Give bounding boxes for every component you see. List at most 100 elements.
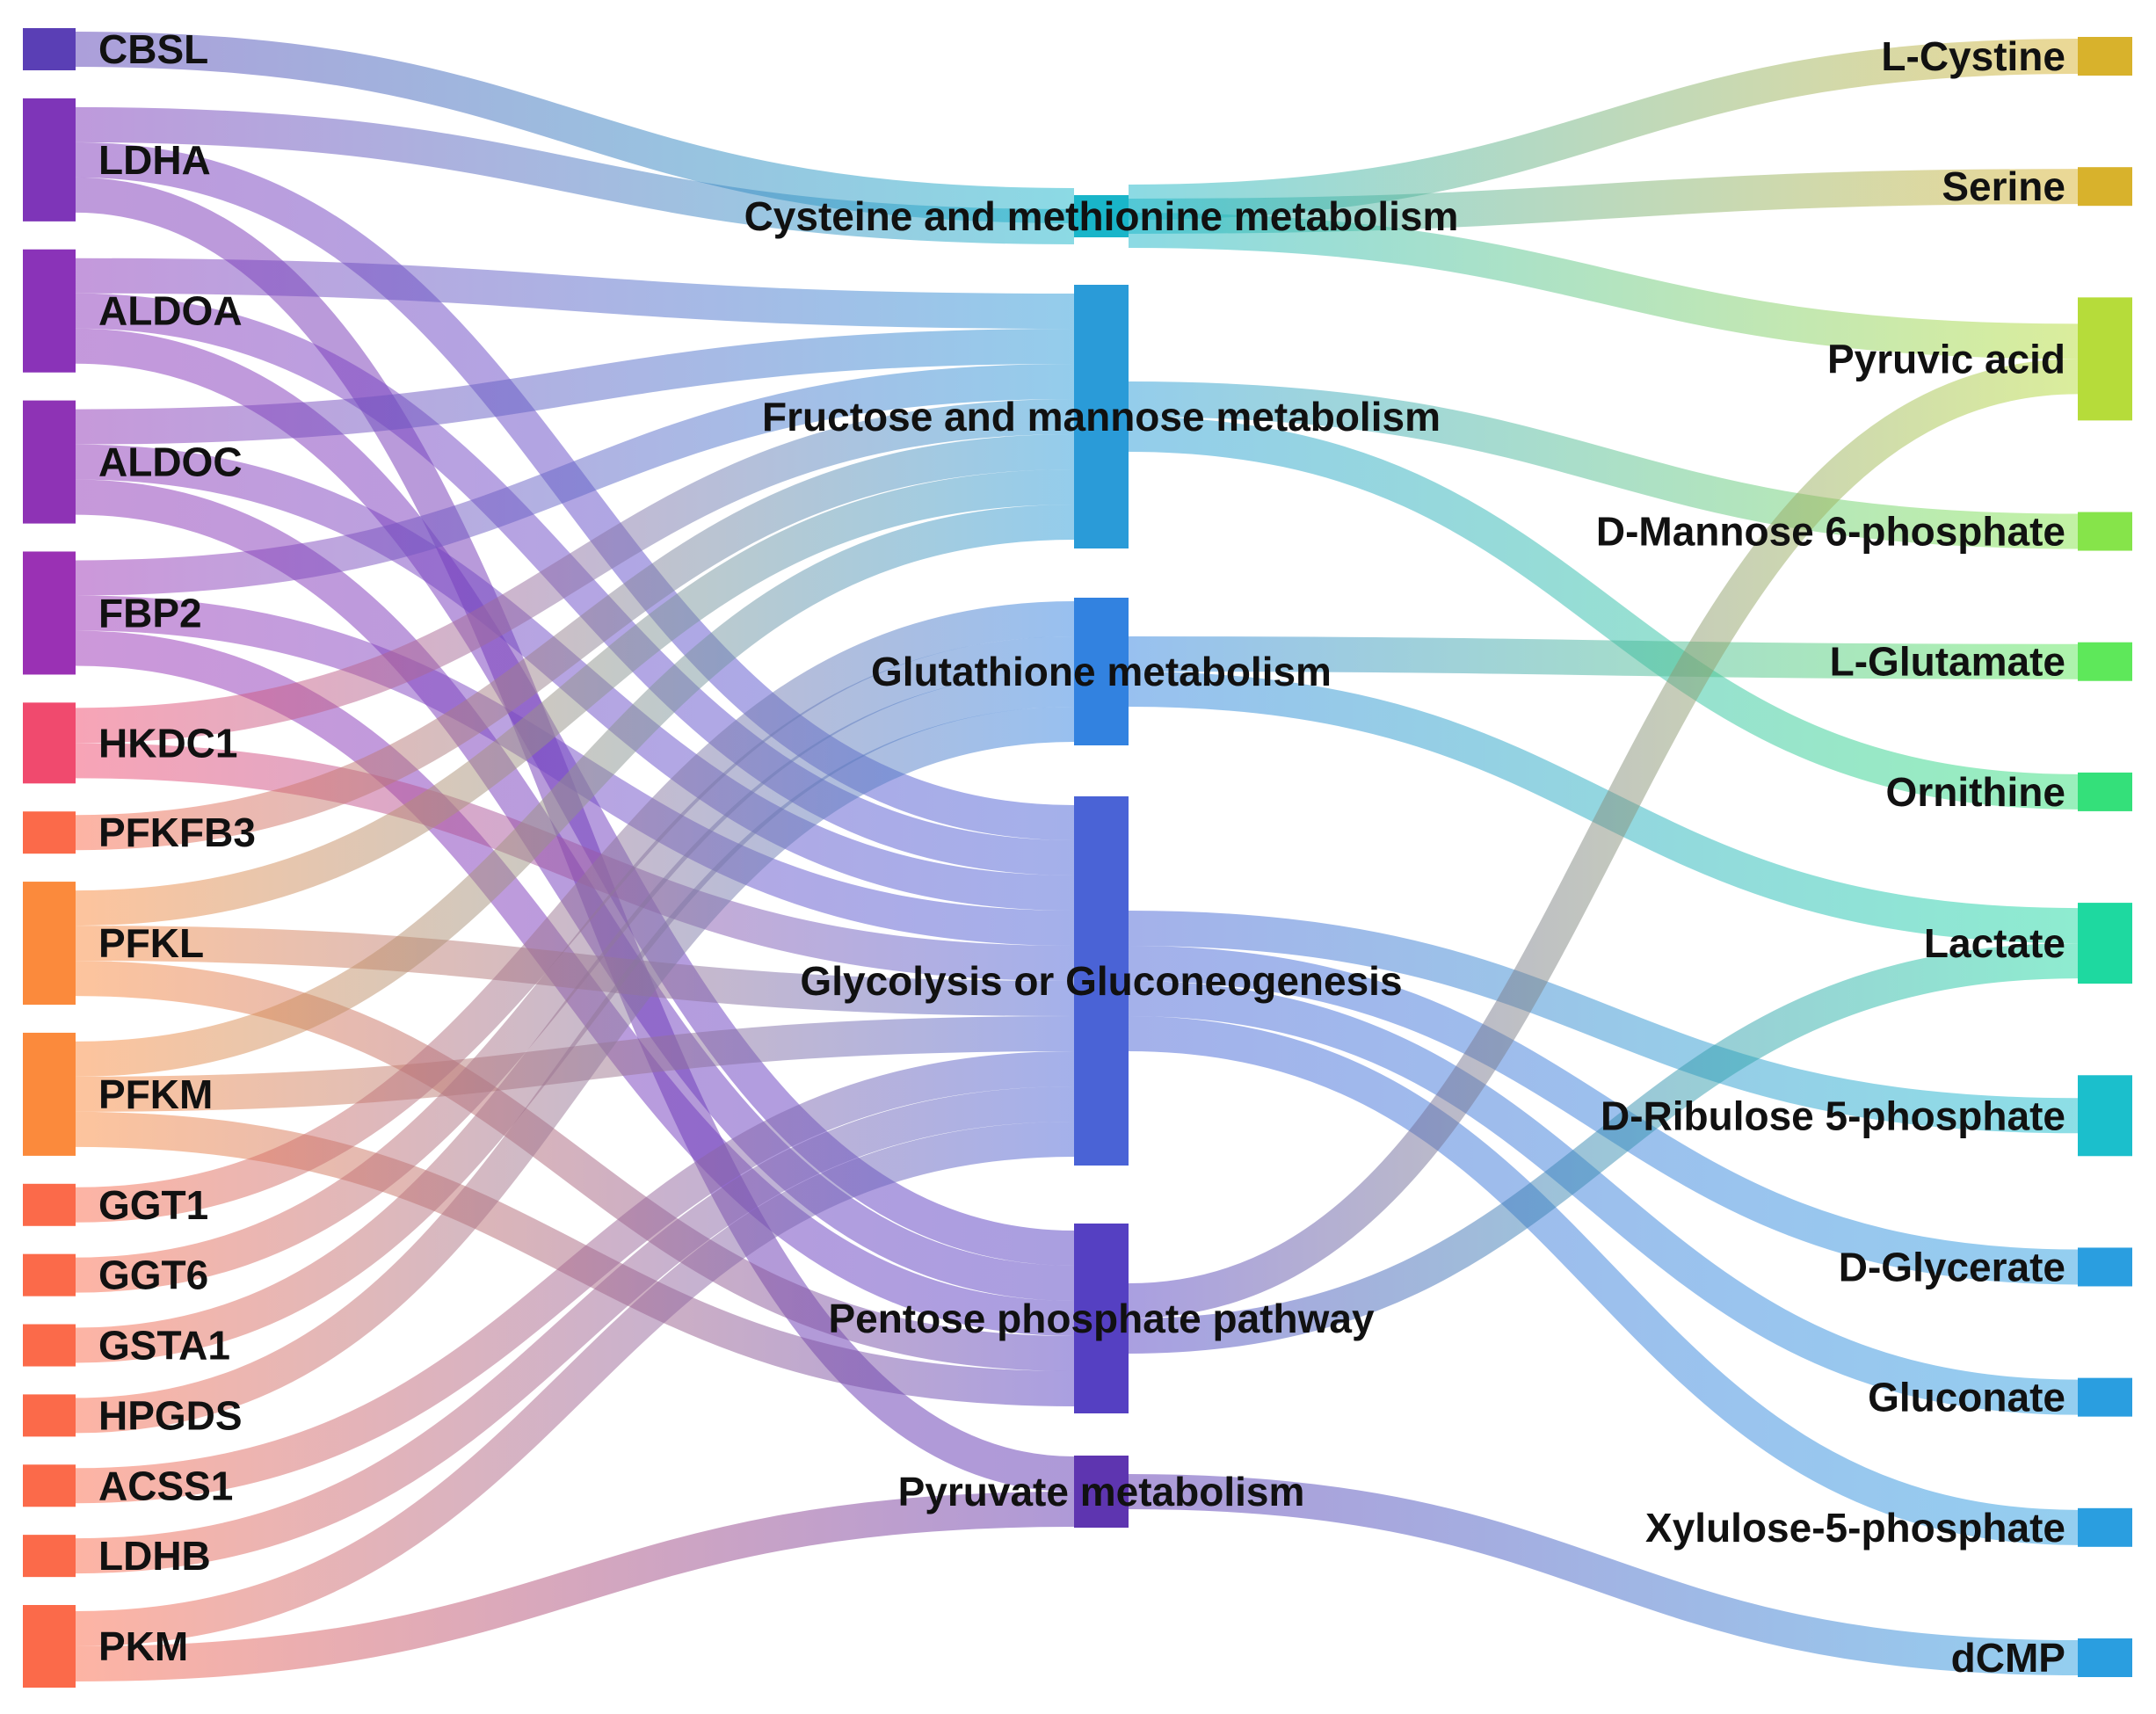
flow-cys-to-serine — [1128, 169, 2079, 234]
label-hkdc1: HKDC1 — [98, 720, 237, 766]
label-pyruvic: Pyruvic acid — [1827, 336, 2065, 381]
flow-HPGDS-to-glu — [75, 707, 1075, 1434]
node-ldha — [23, 98, 76, 222]
node-ribulose — [2078, 1075, 2132, 1157]
node-hkdc1 — [23, 702, 76, 784]
flow-LDHA-to-cys — [75, 106, 1075, 244]
label-ldha: LDHA — [98, 137, 211, 183]
label-cystine: L-Cystine — [1881, 33, 2065, 79]
label-cys: Cysteine and methionine metabolism — [744, 193, 1459, 239]
node-lactate — [2078, 903, 2132, 984]
flow-gly-to-ribulose — [1128, 911, 2079, 1134]
flow-pen-to-pyruvic — [1128, 359, 2079, 1318]
node-hpgds — [23, 1394, 76, 1437]
node-pfkfb3 — [23, 811, 76, 854]
flow-ALDOC-to-fru — [75, 329, 1075, 445]
label-pfkm: PFKM — [98, 1071, 213, 1117]
flow-LDHB-to-gly — [75, 1086, 1075, 1574]
flow-cys-to-pyruvic — [1128, 213, 2079, 360]
node-fbp2 — [23, 551, 76, 675]
flow-PFKL-to-pen — [75, 961, 1075, 1371]
flow-cys-to-cystine — [1128, 39, 2079, 220]
label-ornithine: Ornithine — [1886, 769, 2065, 815]
node-ldhb — [23, 1535, 76, 1578]
node-cystine — [2078, 37, 2132, 76]
label-ggt1: GGT1 — [98, 1182, 208, 1228]
node-fru — [1074, 285, 1129, 548]
label-pyr: Pyruvate metabolism — [898, 1469, 1305, 1514]
node-serine — [2078, 167, 2132, 207]
flow-glu-to-glutamate — [1128, 636, 2079, 679]
label-hpgds: HPGDS — [98, 1392, 243, 1438]
label-ldhb: LDHB — [98, 1533, 211, 1579]
flow-layer — [75, 32, 2079, 1681]
flow-GGT6-to-glu — [75, 636, 1075, 1293]
node-aldoa — [23, 249, 76, 373]
flow-HKDC1-to-gly — [75, 743, 1075, 981]
flow-ACSS1-to-gly — [75, 1051, 1075, 1504]
node-pkm — [23, 1605, 76, 1688]
flow-PFKL-to-fru — [75, 469, 1075, 926]
node-layer — [23, 28, 2132, 1688]
label-lactate: Lactate — [1924, 920, 2065, 966]
label-gly: Glycolysis or Gluconeogenesis — [800, 958, 1402, 1004]
node-dcmp — [2078, 1638, 2132, 1677]
node-gly — [1074, 796, 1129, 1166]
label-xylulose: Xylulose-5-phosphate — [1645, 1505, 2065, 1551]
node-xylulose — [2078, 1507, 2132, 1547]
label-glutamate: L-Glutamate — [1830, 639, 2065, 685]
node-man6p — [2078, 512, 2132, 551]
label-ggt6: GGT6 — [98, 1253, 208, 1298]
node-pyruvic — [2078, 297, 2132, 421]
flow-PFKFB3-to-fru — [75, 434, 1075, 851]
label-man6p: D-Mannose 6-phosphate — [1596, 509, 2065, 555]
node-ggt6 — [23, 1253, 76, 1296]
label-fru: Fructose and mannose metabolism — [762, 394, 1441, 439]
flow-CBSL-to-cys — [75, 32, 1075, 223]
node-aldoc — [23, 400, 76, 524]
flow-gly-to-glycerate — [1128, 946, 2079, 1285]
node-pen — [1074, 1224, 1129, 1413]
label-pkm: PKM — [98, 1623, 188, 1669]
flow-FBP2-to-fru — [75, 364, 1075, 596]
label-dcmp: dCMP — [1951, 1635, 2065, 1681]
node-glutamate — [2078, 642, 2132, 681]
flow-pen-to-lactate — [1128, 943, 2079, 1354]
node-gluconate — [2078, 1377, 2132, 1417]
label-pen: Pentose phosphate pathway — [828, 1296, 1375, 1341]
flow-gly-to-gluconate — [1128, 981, 2079, 1415]
node-pfkl — [23, 882, 76, 1006]
flow-fru-to-man6p — [1128, 381, 2079, 549]
node-pfkm — [23, 1032, 76, 1156]
label-glycerate: D-Glycerate — [1839, 1244, 2065, 1289]
node-cbsl — [23, 28, 76, 70]
label-aldoa: ALDOA — [98, 288, 243, 334]
node-ggt1 — [23, 1183, 76, 1226]
label-aldoc: ALDOC — [98, 439, 243, 485]
flow-gly-to-xylulose — [1128, 1016, 2079, 1545]
label-cbsl: CBSL — [98, 26, 208, 72]
label-pfkl: PFKL — [98, 920, 204, 966]
flow-ALDOA-to-fru — [75, 258, 1075, 329]
node-cys — [1074, 195, 1129, 237]
node-gsta1 — [23, 1324, 76, 1367]
label-fbp2: FBP2 — [98, 590, 202, 635]
flow-PKM-to-gly — [75, 1122, 1075, 1646]
label-pfkfb3: PFKFB3 — [98, 810, 256, 855]
node-glycerate — [2078, 1247, 2132, 1287]
node-acss1 — [23, 1464, 76, 1507]
flow-pyr-to-dcmp — [1128, 1474, 2079, 1675]
label-acss1: ACSS1 — [98, 1463, 233, 1508]
flow-PFKM-to-fru — [75, 505, 1075, 1077]
node-ornithine — [2078, 772, 2132, 811]
node-glu — [1074, 598, 1129, 745]
flow-HKDC1-to-fru — [75, 399, 1075, 744]
label-gluconate: Gluconate — [1868, 1375, 2065, 1420]
flow-PKM-to-pyr — [75, 1492, 1075, 1681]
label-gsta1: GSTA1 — [98, 1323, 230, 1369]
flow-GGT1-to-glu — [75, 601, 1075, 1223]
label-glu: Glutathione metabolism — [871, 649, 1332, 694]
label-ribulose: D-Ribulose 5-phosphate — [1601, 1093, 2065, 1138]
